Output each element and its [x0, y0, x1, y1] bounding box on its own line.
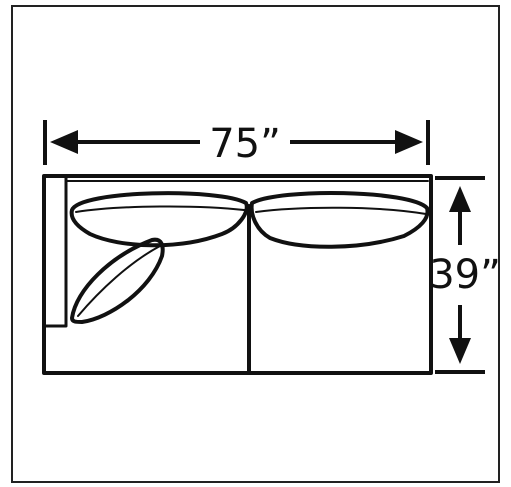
sofa-arm — [42, 174, 68, 328]
throw-pillow-seam — [77, 245, 161, 317]
depth-dimension — [435, 176, 485, 374]
frame-border — [11, 5, 500, 483]
width-arrowhead-right — [395, 130, 423, 154]
width-arrowhead-left — [50, 130, 78, 154]
sofa-drawing — [42, 174, 433, 375]
back-cushion-left — [69, 191, 249, 248]
back-cushion-right-seam — [255, 206, 427, 215]
back-cushion-left-seam — [75, 205, 245, 213]
back-cushion-right — [249, 191, 430, 249]
width-label: 75” — [209, 121, 281, 167]
depth-arrowhead-top — [449, 186, 471, 212]
depth-arrowhead-bottom — [449, 338, 471, 364]
throw-pillow — [70, 237, 165, 324]
sofa-outer-outline — [42, 174, 433, 375]
depth-label: 39” — [429, 252, 501, 298]
width-dimension — [43, 120, 430, 165]
